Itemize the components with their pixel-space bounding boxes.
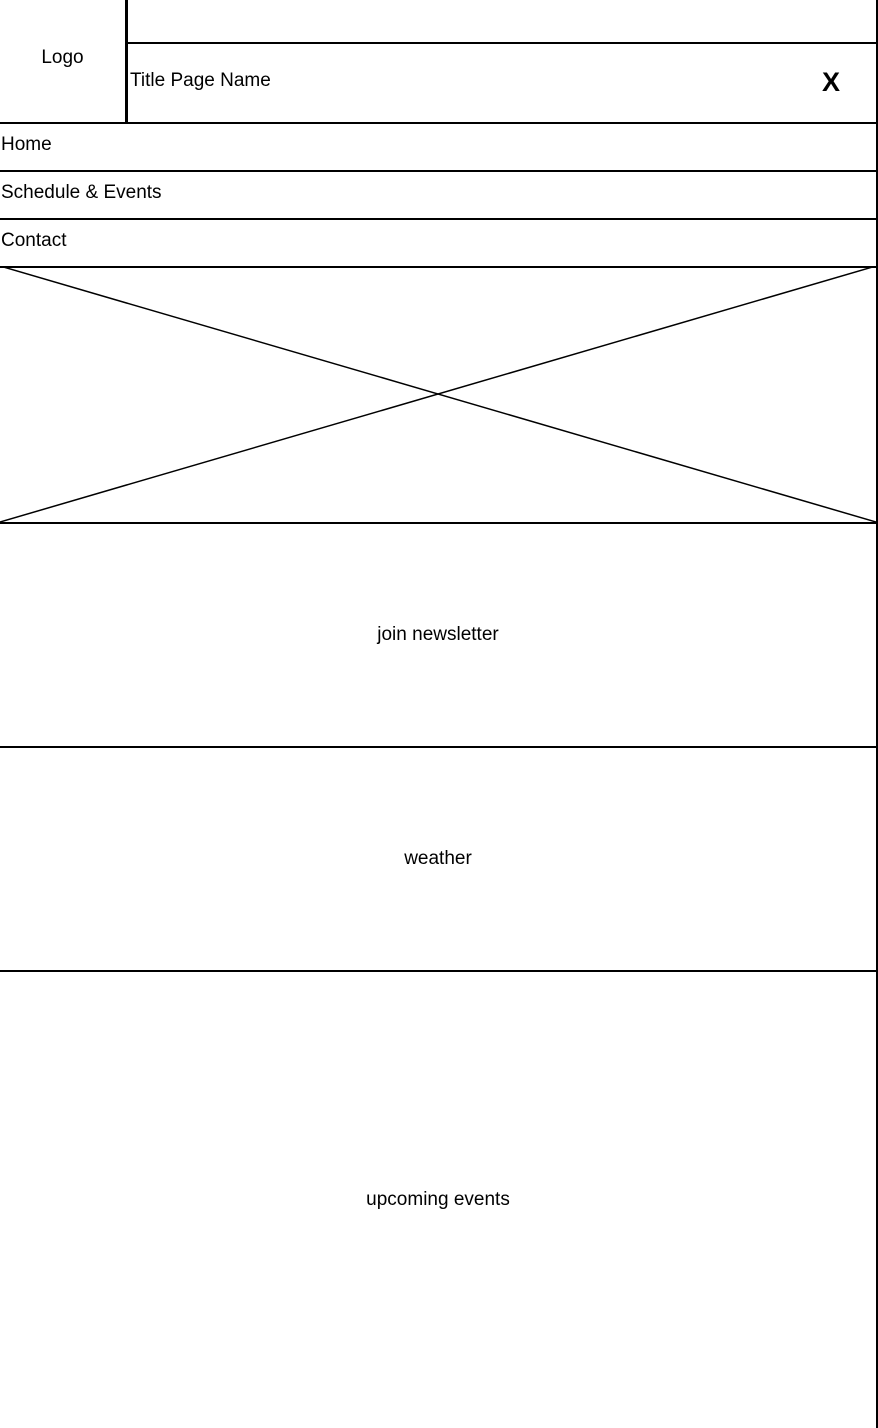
nav-item-contact[interactable]: Contact [0,218,878,268]
hero-image-placeholder [0,266,878,524]
logo[interactable]: Logo [0,0,127,124]
weather-label: weather [404,848,472,869]
image-placeholder-icon [0,266,876,522]
nav-item-label: Schedule & Events [1,182,162,203]
weather-section: weather [0,746,878,972]
upcoming-events-label: upcoming events [366,1189,510,1210]
upcoming-events-section: upcoming events [0,970,878,1428]
newsletter-label: join newsletter [377,624,499,645]
title-bar: Title Page Name X [126,42,878,124]
newsletter-section[interactable]: join newsletter [0,522,878,748]
close-icon[interactable]: X [821,67,840,97]
nav-item-home[interactable]: Home [0,122,878,172]
nav-item-label: Home [1,134,52,155]
logo-label: Logo [41,47,84,68]
nav-item-label: Contact [1,230,67,251]
nav-item-schedule-events[interactable]: Schedule & Events [0,170,878,220]
header-top-strip [126,0,878,44]
page-title: Title Page Name [130,70,271,91]
